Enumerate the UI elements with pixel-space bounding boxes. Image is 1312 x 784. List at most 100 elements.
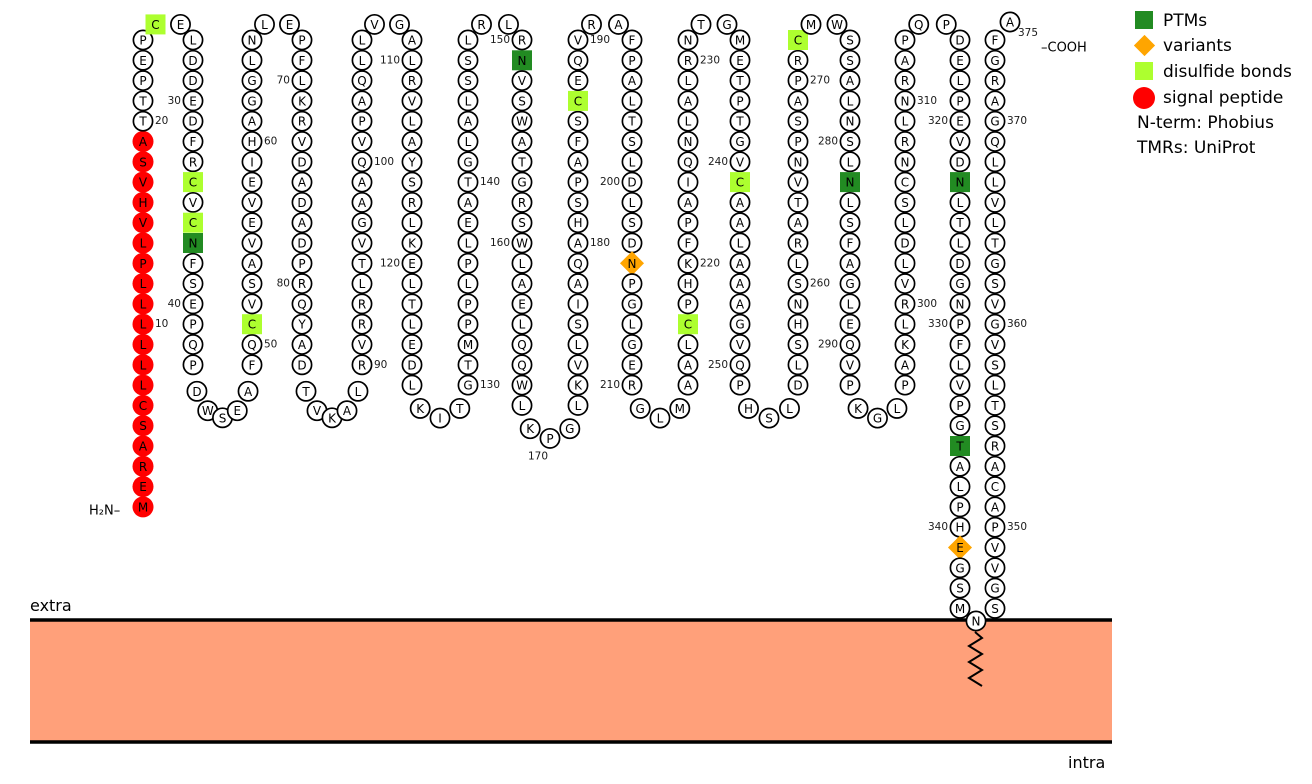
residue-circle bbox=[839, 313, 861, 335]
residue-letter: I bbox=[686, 176, 690, 190]
residue: D bbox=[291, 232, 313, 254]
residue: M bbox=[669, 397, 691, 419]
residue: L bbox=[787, 354, 809, 376]
residue: L bbox=[132, 293, 154, 315]
residue-letter: L bbox=[847, 94, 854, 108]
residue-letter: S bbox=[408, 176, 416, 190]
residue-letter: T bbox=[990, 237, 999, 251]
residue: K bbox=[291, 90, 313, 112]
residue-circle bbox=[567, 334, 589, 355]
residue: L bbox=[984, 151, 1006, 173]
residue-letter: R bbox=[991, 74, 999, 88]
residue-letter: P bbox=[956, 94, 963, 108]
residue-letter: D bbox=[955, 34, 964, 48]
residue: N bbox=[839, 110, 861, 132]
residue-letter: A bbox=[684, 94, 693, 108]
ptm-marker bbox=[840, 172, 860, 193]
residue: S bbox=[621, 131, 643, 152]
residue: T bbox=[950, 436, 970, 456]
residue: R bbox=[401, 191, 423, 213]
residue: C bbox=[242, 314, 262, 335]
disulfide-marker bbox=[145, 14, 166, 35]
residue-letter: V bbox=[370, 18, 379, 32]
residue-circle bbox=[984, 557, 1006, 579]
residue: V bbox=[241, 232, 263, 254]
residue-circle bbox=[567, 151, 589, 173]
residue: V bbox=[351, 131, 373, 152]
residue: P bbox=[457, 313, 479, 335]
residue-circle bbox=[401, 273, 423, 295]
residue-letter: D bbox=[627, 176, 636, 190]
residue: E bbox=[839, 313, 861, 335]
residue-letter: L bbox=[140, 277, 147, 291]
position-label: 360 bbox=[1007, 318, 1027, 330]
residue: T bbox=[132, 90, 154, 112]
residue-circle bbox=[401, 334, 423, 355]
residue-letter: L bbox=[629, 196, 636, 210]
residue-letter: S bbox=[991, 358, 999, 372]
residue-letter: A bbox=[901, 54, 910, 68]
residue: L bbox=[949, 232, 971, 254]
residue-circle bbox=[729, 151, 751, 173]
residue-circle bbox=[621, 29, 643, 51]
residue-letter: F bbox=[190, 257, 197, 271]
residue-circle bbox=[965, 610, 987, 632]
residue-circle bbox=[787, 232, 809, 254]
residue-circle bbox=[839, 49, 861, 71]
residue: N bbox=[677, 29, 699, 51]
residue-letter: V bbox=[248, 237, 257, 251]
residue: G bbox=[949, 557, 971, 579]
residue-letter: T bbox=[463, 176, 472, 190]
residue-letter: L bbox=[409, 318, 416, 332]
residue-circle bbox=[949, 49, 971, 71]
residue-letter: A bbox=[518, 277, 527, 291]
residue: S bbox=[984, 273, 1006, 295]
residue-circle bbox=[567, 131, 589, 152]
position-label: 370 bbox=[1007, 115, 1027, 127]
residue: A bbox=[729, 191, 751, 213]
signal-peptide-marker bbox=[132, 476, 154, 498]
residue-letter: N bbox=[846, 176, 855, 190]
residue: G bbox=[839, 273, 861, 295]
residue: P bbox=[984, 516, 1006, 538]
residue-letter: G bbox=[735, 318, 744, 332]
residue-circle bbox=[621, 191, 643, 213]
residue-circle bbox=[894, 374, 916, 396]
signal-peptide-marker bbox=[132, 232, 154, 254]
residue-circle bbox=[457, 252, 479, 274]
residue: A bbox=[949, 455, 971, 477]
residue-letter: N bbox=[794, 155, 803, 169]
signal-peptide-marker bbox=[132, 455, 154, 477]
residue-circle bbox=[182, 70, 204, 92]
residue-circle bbox=[608, 13, 629, 35]
residue-letter: C bbox=[991, 480, 999, 494]
residue: A bbox=[677, 374, 699, 396]
residue: G bbox=[984, 577, 1006, 599]
residue-letter: V bbox=[518, 74, 527, 88]
residue: G bbox=[621, 334, 643, 355]
residue-circle bbox=[291, 49, 313, 71]
residue-circle bbox=[241, 171, 263, 193]
legend-ptm-icon bbox=[1135, 11, 1153, 29]
residue: E bbox=[170, 13, 191, 35]
residue: G bbox=[629, 397, 651, 419]
residue: T bbox=[449, 397, 471, 419]
disulfide-marker bbox=[183, 172, 203, 193]
residue-circle bbox=[401, 191, 423, 213]
residue: F bbox=[839, 232, 861, 254]
residue-circle bbox=[949, 70, 971, 92]
residue-letter: K bbox=[684, 257, 693, 271]
residue-letter: L bbox=[465, 237, 472, 251]
signal-peptide-marker bbox=[132, 415, 154, 437]
residue-letter: E bbox=[139, 54, 147, 68]
residue: S bbox=[457, 49, 479, 71]
disulfide-marker bbox=[678, 314, 698, 335]
residue-circle bbox=[729, 212, 751, 234]
residue-circle bbox=[401, 29, 423, 51]
residue: L bbox=[677, 110, 699, 132]
residue-letter: A bbox=[464, 196, 473, 210]
residue-letter: L bbox=[409, 216, 416, 230]
residue: L bbox=[839, 90, 861, 112]
residue-circle bbox=[894, 212, 916, 234]
residue-circle bbox=[182, 131, 204, 152]
